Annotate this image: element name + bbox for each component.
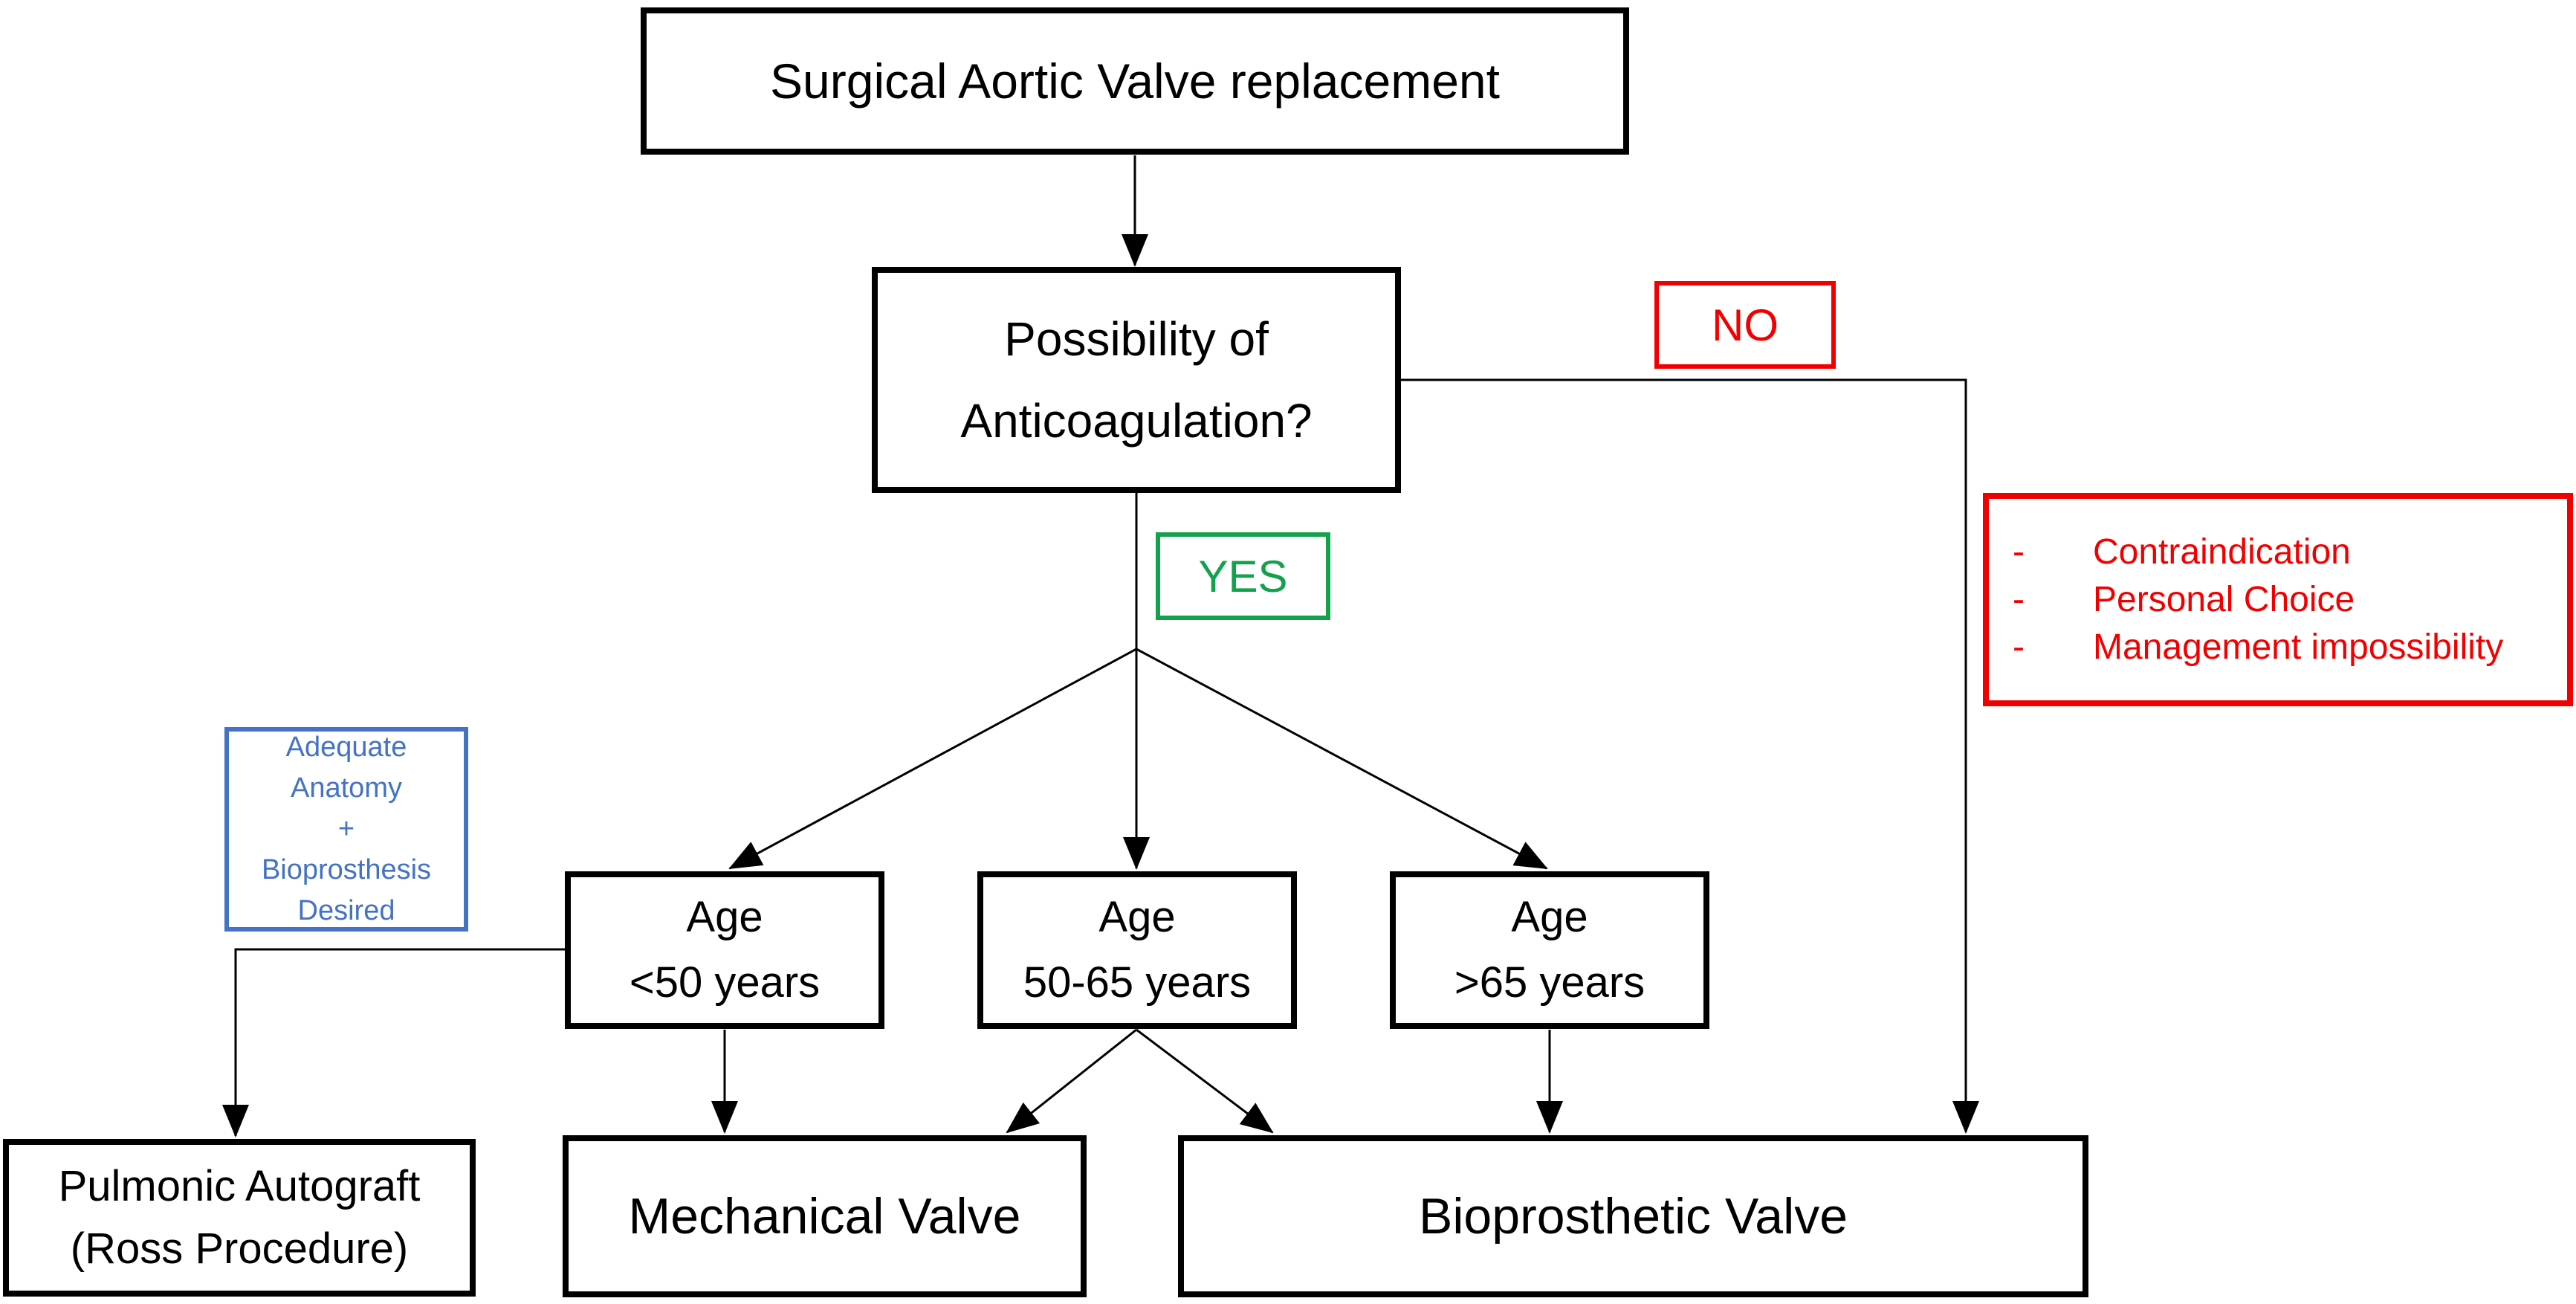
node-mechanical-valve: Mechanical Valve — [563, 1135, 1087, 1297]
condition-line: Anatomy — [291, 772, 402, 804]
condition-line: Bioprosthesis — [261, 854, 432, 885]
node-label-line1: Age — [1098, 893, 1176, 941]
node-label-line1: Age — [1511, 893, 1588, 941]
node-label-line1: Age — [686, 893, 763, 941]
list-item-text: Contraindication — [2093, 532, 2351, 572]
yes-label: YES — [1198, 551, 1288, 601]
connector-condition-to-pulmonic — [222, 948, 566, 1137]
condition-line: Desired — [297, 895, 395, 926]
node-label-line2: Anticoagulation? — [960, 394, 1313, 448]
node-label-line1: Possibility of — [1004, 312, 1269, 366]
connector-branch-to-age-under-50 — [728, 648, 1137, 870]
condition-line: + — [337, 813, 355, 845]
node-label-line2: <50 years — [629, 958, 821, 1007]
list-bullet: - — [2013, 579, 2025, 619]
node-age-50-65: Age 50-65 years — [977, 871, 1297, 1029]
list-item-text: Personal Choice — [2093, 579, 2355, 619]
connector-age-50-65-to-mechanical — [1006, 1028, 1137, 1134]
node-label: Bioprosthetic Valve — [1418, 1188, 1848, 1245]
list-item: - Management impossibility — [1989, 624, 2567, 671]
node-possibility-of-anticoagulation: Possibility of Anticoagulation? — [872, 267, 1401, 493]
node-label: Mechanical Valve — [628, 1188, 1021, 1245]
connector-branch-to-age-over-65 — [1136, 648, 1548, 870]
branch-label-no: NO — [1654, 281, 1836, 369]
node-label-line2: >65 years — [1454, 958, 1645, 1007]
list-item: - Contraindication — [1989, 529, 2567, 576]
list-bullet: - — [2013, 532, 2025, 572]
condition-line: Adequate — [285, 732, 407, 763]
list-item: - Personal Choice — [1989, 576, 2567, 624]
node-pulmonic-autograft: Pulmonic Autograft (Ross Procedure) — [3, 1139, 476, 1297]
branch-label-yes: YES — [1156, 532, 1330, 620]
list-bullet: - — [2013, 627, 2025, 667]
node-age-over-65: Age >65 years — [1390, 871, 1709, 1029]
node-label: Surgical Aortic Valve replacement — [770, 54, 1500, 109]
connector-no-to-bioprosthetic — [1400, 378, 1979, 1134]
node-label-line2: 50-65 years — [1023, 958, 1252, 1007]
no-label: NO — [1712, 300, 1779, 350]
no-reasons-list: - Contraindication - Personal Choice - M… — [1983, 493, 2573, 706]
node-age-under-50: Age <50 years — [565, 871, 884, 1029]
node-label-line1: Pulmonic Autograft — [58, 1162, 421, 1210]
connector-age-50-65-to-bioprosthetic — [1136, 1028, 1274, 1134]
node-bioprosthetic-valve: Bioprosthetic Valve — [1178, 1135, 2088, 1297]
node-label-line2: (Ross Procedure) — [70, 1224, 409, 1273]
ross-condition-note: Adequate Anatomy + Bioprosthesis Desired — [224, 727, 468, 932]
node-surgical-aortic-valve-replacement: Surgical Aortic Valve replacement — [641, 7, 1629, 155]
list-item-text: Management impossibility — [2093, 627, 2504, 667]
